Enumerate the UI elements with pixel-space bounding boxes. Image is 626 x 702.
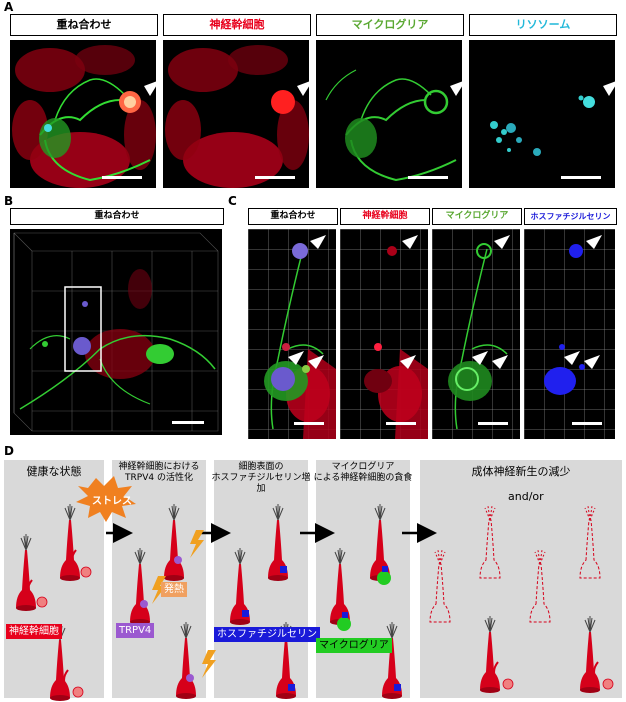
arrowhead-icon xyxy=(450,81,462,96)
arrowhead-icon xyxy=(472,351,488,365)
stage-title-2: 神経幹細胞における TRPV4 の活性化 xyxy=(118,462,200,483)
stage-title-5: 成体神経新生の減少 xyxy=(471,465,571,478)
arrowhead-icon xyxy=(310,235,326,249)
arrowhead-icon xyxy=(402,235,418,249)
panel-c-image-microglia xyxy=(432,229,520,439)
scale-bar xyxy=(408,176,448,179)
panel-label-c: C xyxy=(228,194,237,208)
stage-title-4: マイクログリア による神経幹細胞の貪食 xyxy=(313,462,413,483)
panel-c-title-ps: ホスファチジルセリン xyxy=(524,208,617,225)
ps-label: ホスファチジルセリン xyxy=(214,627,320,642)
stage-title-1: 健康な状態 xyxy=(26,465,82,478)
panel-a-image-lysosome xyxy=(469,40,615,188)
scale-bar xyxy=(561,176,601,179)
arrowhead-icon xyxy=(400,355,416,369)
panel-a-image-microglia xyxy=(316,40,462,188)
panel-a-image-nsc xyxy=(163,40,309,188)
trpv4-label: TRPV4 xyxy=(116,623,155,638)
scale-bar xyxy=(386,422,416,425)
panel-b-title: 重ね合わせ xyxy=(10,208,224,225)
panel-a-image-merge xyxy=(10,40,156,188)
arrowhead-icon xyxy=(603,81,615,96)
panel-c-title-microglia: マイクログリア xyxy=(432,208,522,225)
stress-label: ストレス xyxy=(92,496,132,507)
stage-title-3: 細胞表面の ホスファチジルセリン増加 xyxy=(211,462,311,494)
panel-label-a: A xyxy=(4,0,14,14)
arrowhead-icon xyxy=(308,355,324,369)
panel-a-title-merge: 重ね合わせ xyxy=(10,14,158,36)
scale-bar xyxy=(572,422,602,425)
panel-a-title-lysosome: リソソーム xyxy=(469,14,617,36)
panel-c-image-ps xyxy=(524,229,615,439)
panel-c-title-nsc: 神経幹細胞 xyxy=(340,208,430,225)
andor-label: and/or xyxy=(508,490,544,503)
panel-c-title-merge: 重ね合わせ xyxy=(248,208,338,225)
arrowhead-icon xyxy=(297,81,309,96)
arrowhead-icon xyxy=(584,355,600,369)
panel-a-title-microglia: マイクログリア xyxy=(316,14,464,36)
scale-bar xyxy=(478,422,508,425)
heat-label: 発熱 xyxy=(161,582,187,597)
scale-bar xyxy=(294,422,324,425)
microglia-label: マイクログリア xyxy=(316,638,392,653)
arrowhead-icon xyxy=(564,351,580,365)
panel-c-image-merge xyxy=(248,229,336,439)
panel-a-title-nsc: 神経幹細胞 xyxy=(163,14,311,36)
arrowhead-icon xyxy=(144,81,156,96)
nsc-label: 神経幹細胞 xyxy=(6,624,62,639)
panel-b-image-3d xyxy=(10,229,222,435)
panel-c-image-nsc xyxy=(340,229,428,439)
scale-bar xyxy=(255,176,295,179)
stage-ps xyxy=(214,460,308,698)
panel-label-b: B xyxy=(4,194,14,208)
scale-bar xyxy=(172,421,204,424)
arrowhead-icon xyxy=(586,235,602,249)
panel-label-d: D xyxy=(4,444,14,458)
arrowhead-icon xyxy=(494,235,510,249)
scale-bar xyxy=(102,176,142,179)
arrowhead-icon xyxy=(492,355,508,369)
arrowhead-icon xyxy=(288,351,304,365)
